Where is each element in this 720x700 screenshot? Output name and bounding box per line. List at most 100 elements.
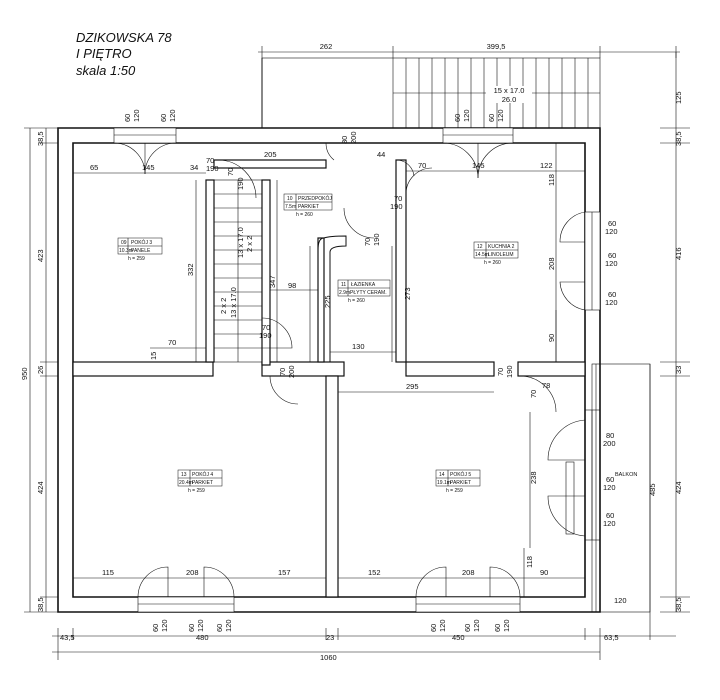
- win-label-120: 120: [472, 619, 481, 632]
- dim-152: 152: [368, 568, 381, 577]
- win-label-120: 120: [196, 619, 205, 632]
- room-height: h = 260: [296, 212, 313, 218]
- room-name: ŁAZIENKA: [351, 282, 376, 288]
- outer-staircase: 15 x 17.0 26.0: [261, 57, 601, 129]
- win-label-120: 120: [603, 519, 616, 528]
- door-label-70: 70: [363, 238, 372, 246]
- room-label-12: 12 KUCHNIA 2 14.5m LINOLEUM h = 260: [473, 241, 519, 266]
- dim-70b: 70: [168, 338, 176, 347]
- door-label-190: 190: [390, 202, 403, 211]
- win-label-60: 60: [608, 219, 616, 228]
- door-label-80: 80: [340, 136, 349, 144]
- win-label-120: 120: [168, 109, 177, 122]
- win-label-120: 120: [462, 109, 471, 122]
- windows-top: [113, 127, 514, 179]
- dim-right-125: 125: [674, 91, 683, 104]
- win-label-120: 120: [438, 619, 447, 632]
- interior-staircase: 13 x 17.0 2 x 2 13 x 17.0 2 x 2: [213, 179, 263, 363]
- door-label-190: 190: [259, 331, 272, 340]
- door-label-200: 200: [349, 131, 358, 144]
- room-area: 2.9m: [339, 290, 350, 296]
- win-label-120: 120: [605, 227, 618, 236]
- title-floor: I PIĘTRO: [76, 46, 132, 61]
- dim-left-950: 950: [20, 367, 29, 380]
- room-area: 20.4m: [179, 480, 193, 486]
- room-name: POKÓJ 5: [450, 471, 471, 478]
- dim-15: 15: [149, 352, 158, 360]
- room-num: 10: [287, 196, 293, 202]
- dim-122: 122: [540, 161, 553, 170]
- room-floor: PARKIET: [298, 204, 319, 210]
- win-label-60: 60: [123, 114, 132, 122]
- dim-98: 98: [288, 281, 296, 290]
- balcony-label: BALKON: [615, 472, 637, 478]
- room-floor: PARKIET: [450, 480, 471, 486]
- dim-295: 295: [406, 382, 419, 391]
- dim-120: 120: [614, 596, 627, 605]
- title-scale: skala 1:50: [76, 63, 136, 78]
- inner-stair-top-label-2: 2 x 2: [245, 236, 254, 252]
- dim-right-385b: 38,5: [674, 597, 683, 612]
- dim-65: 65: [90, 163, 98, 172]
- outer-stair-label-2: 26.0: [502, 95, 517, 104]
- door-label-190: 190: [206, 164, 219, 173]
- win-label-120: 120: [605, 298, 618, 307]
- room-floor: PŁYTY CERAM.: [350, 290, 387, 296]
- door-label-190: 190: [372, 233, 381, 246]
- dim-left-423: 423: [36, 249, 45, 262]
- title-address: DZIKOWSKA 78: [76, 30, 172, 45]
- windows-bottom: [137, 566, 521, 613]
- dim-bottom-450: 450: [452, 633, 465, 642]
- dim-90b: 90: [540, 568, 548, 577]
- dim-130: 130: [352, 342, 365, 351]
- win-label-60: 60: [215, 624, 224, 632]
- dim-bottom-635: 63,5: [604, 633, 619, 642]
- dim-157: 157: [278, 568, 291, 577]
- door-label-80: 80: [606, 431, 614, 440]
- interior-doors: [217, 159, 557, 413]
- door-label-70: 70: [262, 323, 270, 332]
- dim-bottom-480: 480: [196, 633, 209, 642]
- room-floor: PARKIET: [192, 480, 213, 486]
- dim-right-485: 485: [648, 483, 657, 496]
- room-area: 19.1m: [437, 480, 451, 486]
- door-label-190: 190: [236, 177, 245, 190]
- room-name: POKÓJ 4: [192, 471, 213, 478]
- room-num: 09: [121, 240, 127, 246]
- win-label-120: 120: [603, 483, 616, 492]
- dim-90: 90: [547, 334, 556, 342]
- door-label-70: 70: [496, 368, 505, 376]
- dim-208c: 208: [462, 568, 475, 577]
- dim-70: 70: [418, 161, 426, 170]
- room-num: 12: [477, 244, 483, 250]
- room-floor: LINOLEUM: [488, 252, 514, 258]
- dim-left-424: 424: [36, 481, 45, 494]
- door-label-70: 70: [206, 156, 214, 165]
- door-label-70: 70: [278, 368, 287, 376]
- room-name: KUCHNIA 2: [488, 244, 515, 250]
- room-height: h = 259: [128, 256, 145, 262]
- win-label-60: 60: [463, 624, 472, 632]
- dim-right-416: 416: [674, 247, 683, 260]
- win-label-120: 120: [224, 619, 233, 632]
- win-label-60: 60: [608, 251, 616, 260]
- door-label-200: 200: [287, 365, 296, 378]
- dim-70c: 70: [529, 390, 538, 398]
- inner-stair-bottom-label-1: 13 x 17.0: [229, 287, 238, 318]
- dim-right-424: 424: [674, 481, 683, 494]
- room-label-09: 09 POKÓJ 3 10.3m PANELE h = 259: [117, 237, 163, 262]
- dim-bottom-1060: 1060: [320, 653, 337, 662]
- room-height: h = 260: [348, 298, 365, 304]
- dim-225: 225: [323, 295, 332, 308]
- windows-right: [559, 211, 601, 311]
- win-label-120: 120: [605, 259, 618, 268]
- dim-262: 262: [320, 42, 333, 51]
- dim-115: 115: [102, 568, 114, 577]
- room-name: PRZEDPOKÓJ: [298, 195, 332, 202]
- dimension-lines-outer: [24, 52, 690, 660]
- room-label-14: 14 POKÓJ 5 19.1m PARKIET h = 259: [435, 469, 481, 494]
- room-label-10: 10 PRZEDPOKÓJ 7.5m PARKIET h = 260: [283, 193, 332, 218]
- door-label-190: 190: [505, 365, 514, 378]
- dim-3995: 399,5: [487, 42, 506, 51]
- inner-stair-top-label-1: 13 x 17.0: [236, 227, 245, 258]
